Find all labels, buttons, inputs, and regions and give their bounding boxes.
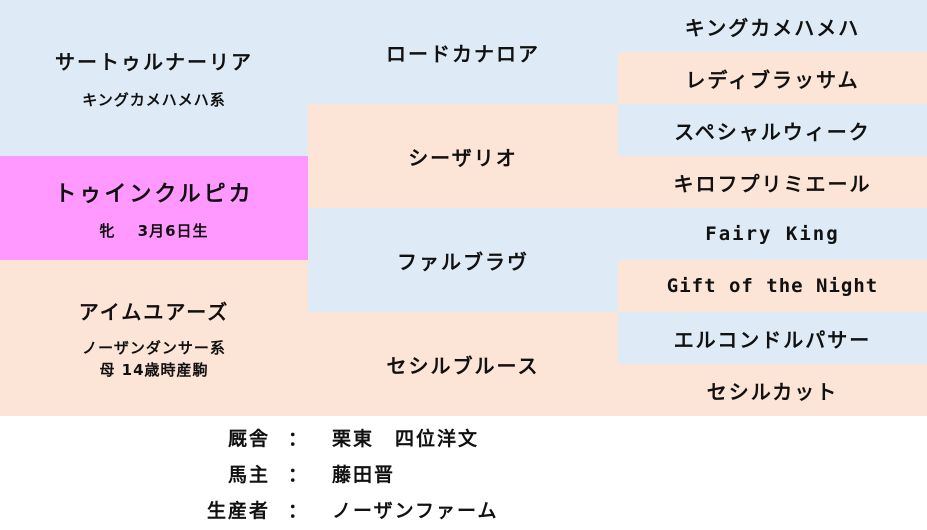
breeder-label: 生産者: [206, 500, 270, 522]
dam-note: 母 14歳時産駒: [99, 360, 209, 379]
gen3-cell: Fairy King: [618, 208, 927, 260]
horse-info: 牝 3月6日生: [99, 221, 209, 240]
ancestor-name: スペシャルウィーク: [674, 119, 871, 144]
gen3-cell: キングカメハメハ: [618, 0, 927, 52]
dam-name: アイムユアーズ: [78, 299, 230, 324]
gen2-cell: ロードカナロア: [308, 0, 618, 104]
ancestor-name: エルコンドルパサー: [673, 327, 872, 352]
colon: ：: [288, 464, 310, 486]
ancestor-name: キロフプリミエール: [673, 171, 872, 196]
stable-label: 厩舎: [227, 428, 270, 450]
horse-name: トゥインクルピカ: [54, 181, 254, 207]
ancestor-name: セシルカット: [706, 379, 839, 404]
horse-cell: トゥインクルピカ 牝 3月6日生: [0, 156, 308, 260]
gen2-cell: ファルブラヴ: [308, 208, 618, 312]
gen3-cell: スペシャルウィーク: [618, 104, 927, 156]
ancestor-name: キングカメハメハ: [684, 15, 861, 40]
owner-value: 藤田晋: [332, 464, 396, 486]
sire-name: サートゥルナーリア: [55, 50, 253, 74]
owner-label: 馬主: [227, 464, 270, 486]
colon: ：: [288, 428, 310, 450]
gen3-cell: セシルカット: [618, 364, 927, 416]
gen2-cell: シーザリオ: [308, 104, 618, 208]
dam-line: ノーザンダンサー系: [82, 338, 226, 357]
ancestor-name: シーザリオ: [408, 145, 518, 170]
gen3-cell: エルコンドルパサー: [618, 312, 927, 364]
ancestor-name: Fairy King: [705, 223, 840, 245]
gen3-cell: キロフプリミエール: [618, 156, 927, 208]
ancestor-name: レディブラッサム: [685, 67, 860, 92]
dam-cell: アイムユアーズ ノーザンダンサー系 母 14歳時産駒: [0, 260, 308, 416]
ancestor-name: ファルブラヴ: [397, 249, 529, 274]
colon: ：: [288, 500, 310, 522]
stable-value: 栗東 四位洋文: [332, 428, 480, 450]
gen3-cell: Gift of the Night: [618, 260, 927, 312]
ancestor-name: セシルブルース: [386, 353, 540, 378]
gen2-cell: セシルブルース: [308, 312, 618, 416]
ancestor-name: Gift of the Night: [666, 275, 879, 297]
breeder-value: ノーザンファーム: [332, 500, 499, 522]
sire-cell: サートゥルナーリア キングカメハメハ系: [0, 0, 308, 156]
gen3-cell: レディブラッサム: [618, 52, 927, 104]
ancestor-name: ロードカナロア: [386, 41, 540, 66]
sire-line: キングカメハメハ系: [82, 91, 226, 109]
